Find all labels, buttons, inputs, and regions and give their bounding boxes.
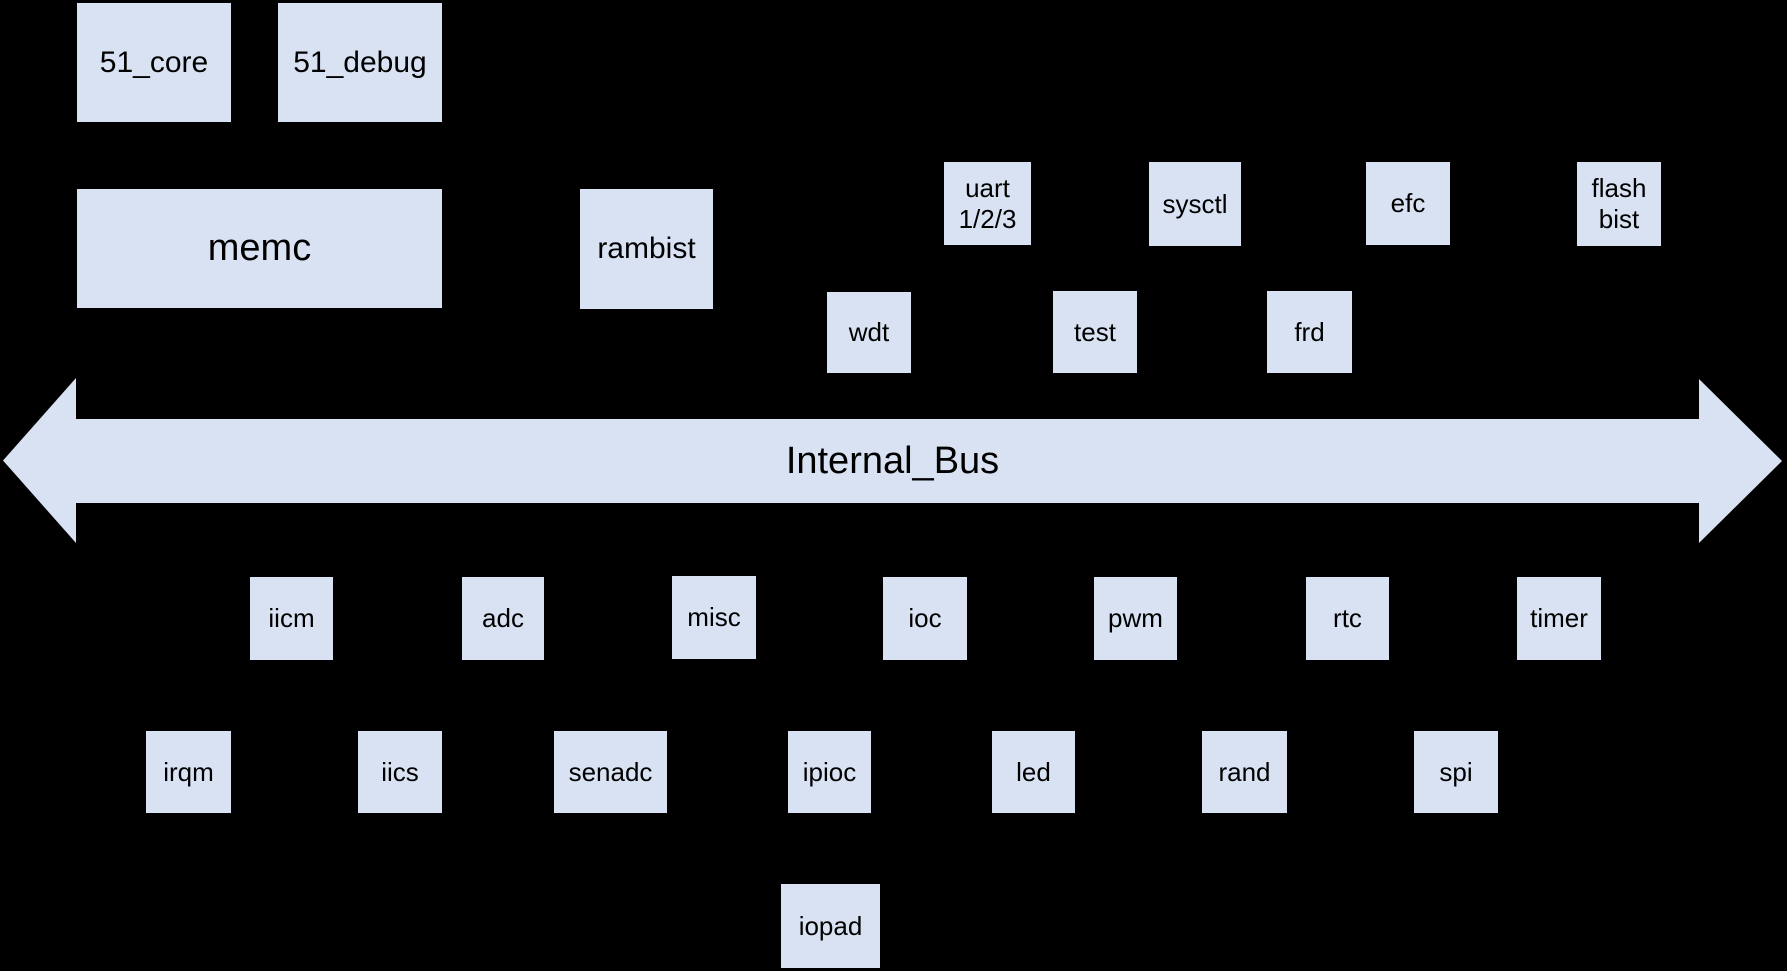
node-memc: memc xyxy=(77,189,442,308)
node-ioc: ioc xyxy=(883,577,967,660)
node-sysctl: sysctl xyxy=(1149,162,1241,246)
node-adc: adc xyxy=(462,577,544,660)
node-rambist: rambist xyxy=(580,189,713,309)
node-frd: frd xyxy=(1267,291,1352,373)
node-rand: rand xyxy=(1202,731,1287,813)
node-pwm: pwm xyxy=(1094,577,1177,660)
node-uart-123: uart 1/2/3 xyxy=(944,162,1031,245)
node-misc: misc xyxy=(672,576,756,659)
node-irqm: irqm xyxy=(146,731,231,813)
node-led: led xyxy=(992,731,1075,813)
node-iopad: iopad xyxy=(781,884,880,968)
node-flash-bist: flash bist xyxy=(1577,162,1661,246)
node-rtc: rtc xyxy=(1306,577,1389,660)
node-51-debug: 51_debug xyxy=(278,3,442,122)
node-efc: efc xyxy=(1366,162,1450,245)
node-timer: timer xyxy=(1517,577,1601,660)
node-spi: spi xyxy=(1414,731,1498,813)
node-wdt: wdt xyxy=(827,292,911,373)
node-test: test xyxy=(1053,291,1137,373)
node-ipioc: ipioc xyxy=(788,731,871,813)
node-iicm: iicm xyxy=(250,577,333,660)
node-iics: iics xyxy=(358,731,442,813)
node-senadc: senadc xyxy=(554,731,667,813)
bus-shaft xyxy=(76,419,1699,503)
internal-bus-label: Internal_Bus xyxy=(785,439,1000,482)
node-51-core: 51_core xyxy=(77,3,231,122)
